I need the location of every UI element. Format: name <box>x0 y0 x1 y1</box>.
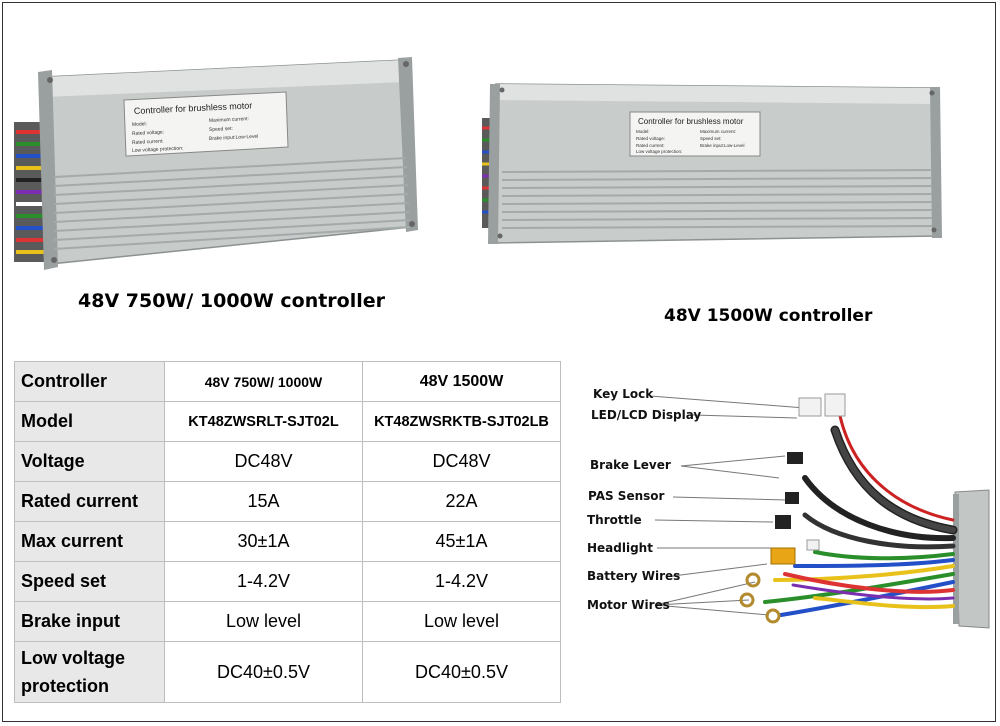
product-label-right: Controller for brushless motor Model: Ra… <box>629 111 761 157</box>
motor-ring-terminals <box>739 572 781 624</box>
table-header-col1: 48V 750W/ 1000W <box>164 361 363 402</box>
label-line: Model: <box>132 121 147 128</box>
label-line: Rated voltage: <box>132 129 164 137</box>
label-key-lock: Key Lock <box>593 387 654 401</box>
controller-illustration-right: Controller for brushless motor Model: Ra… <box>482 83 942 244</box>
row-label: Voltage <box>14 441 165 482</box>
caption-750w-1000w: 48V 750W/ 1000W controller <box>78 290 386 312</box>
row-label: Speed set <box>14 561 165 602</box>
row-value: 15A <box>164 481 363 522</box>
label-line: Rated current: <box>132 139 164 146</box>
row-value: Low level <box>362 601 561 642</box>
label-line: Speed set: <box>700 136 722 141</box>
row-label-line1: Low voltage <box>21 648 126 668</box>
battery-connector <box>770 547 796 565</box>
brake-connector <box>787 452 803 464</box>
label-line: Low voltage protection: <box>132 146 184 154</box>
row-value: KT48ZWSRKTB-SJT02LB <box>362 401 561 442</box>
wires <box>763 414 958 617</box>
display-connector <box>824 393 846 417</box>
pas-connector <box>785 492 799 504</box>
row-value: DC48V <box>164 441 363 482</box>
label-motor-wires: Motor Wires <box>587 598 670 612</box>
row-label-line2: protection <box>21 676 109 696</box>
row-value: 30±1A <box>164 521 363 562</box>
label-line: Rated voltage: <box>636 136 665 141</box>
row-label: Rated current <box>14 481 165 522</box>
row-value: 45±1A <box>362 521 561 562</box>
label-headlight: Headlight <box>587 541 653 555</box>
wiring-diagram: Key Lock LED/LCD Display Brake Lever PAS… <box>575 370 990 635</box>
table-header-row: Controller 48V 750W/ 1000W 48V 1500W <box>14 361 561 402</box>
row-value: Low level <box>164 601 363 642</box>
throttle-connector <box>775 515 791 529</box>
label-line: Maximum current: <box>209 116 249 124</box>
cooling-fins-left <box>53 157 411 250</box>
label-battery-wires: Battery Wires <box>587 569 681 583</box>
table-row: Low voltage protection DC40±0.5V DC40±0.… <box>14 641 561 703</box>
row-value: DC48V <box>362 441 561 482</box>
product-label-left: Controller for brushless motor Model: Ra… <box>123 91 289 157</box>
controller-illustration-left: Controller for brushless motor Model: Ra… <box>14 57 418 270</box>
controller-photo-1500w: Controller for brushless motor Model: Ra… <box>480 78 950 250</box>
row-value: KT48ZWSRLT-SJT02L <box>164 401 363 442</box>
row-value: 1-4.2V <box>164 561 363 602</box>
table-header-col2: 48V 1500W <box>362 361 561 402</box>
row-label: Low voltage protection <box>14 641 165 703</box>
label-line: Model: <box>636 129 650 134</box>
table-row: Model KT48ZWSRLT-SJT02L KT48ZWSRKTB-SJT0… <box>14 401 561 442</box>
product-label-title-right: Controller for brushless motor <box>638 117 744 126</box>
wiring-illustration <box>649 393 990 629</box>
spec-table: Controller 48V 750W/ 1000W 48V 1500W Mod… <box>14 361 561 703</box>
table-row: Brake input Low level Low level <box>14 601 561 642</box>
table-row: Rated current 15A 22A <box>14 481 561 522</box>
row-label: Model <box>14 401 165 442</box>
table-row: Speed set 1-4.2V 1-4.2V <box>14 561 561 602</box>
headlight-connector <box>806 539 820 551</box>
table-row: Voltage DC48V DC48V <box>14 441 561 482</box>
row-label: Max current <box>14 521 165 562</box>
label-throttle: Throttle <box>587 513 642 527</box>
controller-end <box>953 489 990 629</box>
caption-1500w: 48V 1500W controller <box>664 306 873 326</box>
label-pas-sensor: PAS Sensor <box>588 489 665 503</box>
key-lock-connector <box>798 397 822 417</box>
label-line: Brake input:Low-Level <box>209 134 259 142</box>
row-value: DC40±0.5V <box>362 641 561 703</box>
label-line: Rated current: <box>636 143 665 148</box>
label-line: Maximum current: <box>700 129 736 134</box>
row-value: 1-4.2V <box>362 561 561 602</box>
label-line: Brake input:Low-Level <box>700 143 745 148</box>
controller-photo-750w-1000w: Controller for brushless motor Model: Ra… <box>14 52 424 277</box>
table-row: Max current 30±1A 45±1A <box>14 521 561 562</box>
cooling-fins-right <box>501 169 933 229</box>
label-line: Speed set: <box>209 126 233 133</box>
table-header-label: Controller <box>14 361 165 402</box>
pointer-lines <box>649 395 806 616</box>
label-brake-lever: Brake Lever <box>590 458 671 472</box>
label-led-lcd-display: LED/LCD Display <box>591 408 702 422</box>
row-label: Brake input <box>14 601 165 642</box>
row-value: DC40±0.5V <box>164 641 363 703</box>
label-line: Low voltage protection: <box>636 149 682 154</box>
row-value: 22A <box>362 481 561 522</box>
